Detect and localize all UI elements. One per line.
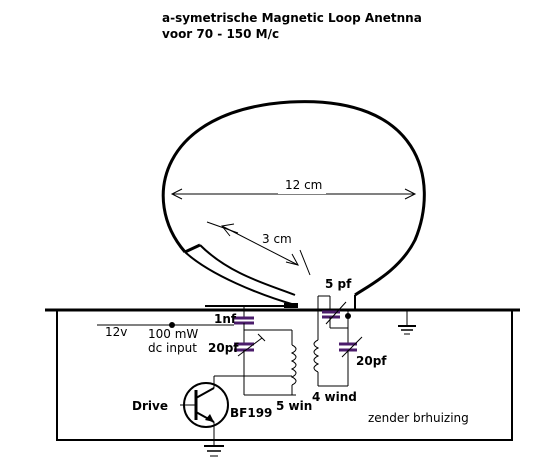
gap-arrowhead-left bbox=[221, 223, 235, 237]
cap-5pf-arrow bbox=[325, 301, 347, 325]
transistor-label: BF199 bbox=[230, 406, 272, 420]
trimmer-right-label: 20pf bbox=[356, 354, 387, 368]
coil-4-label: 4 wind bbox=[312, 390, 357, 404]
gap-tick-left bbox=[206, 221, 239, 234]
power-label-2: dc input bbox=[148, 341, 197, 355]
cap-5pf-label: 5 pf bbox=[325, 277, 352, 291]
magnetic-loop bbox=[161, 100, 426, 297]
diameter-label-bg bbox=[278, 178, 326, 194]
gap-tick-right bbox=[299, 249, 311, 276]
trimmer-left-arrow bbox=[237, 337, 263, 357]
power-label-1: 100 mW bbox=[148, 327, 198, 341]
gap-arrow bbox=[221, 225, 299, 266]
drive-label: Drive bbox=[132, 399, 168, 413]
diameter-arrowhead-right bbox=[404, 188, 417, 200]
coil-5-winding bbox=[290, 344, 297, 386]
cap-1nf-label: 1nf bbox=[214, 312, 237, 326]
loop-gap-end bbox=[184, 243, 201, 254]
trimmer-right-arrow bbox=[341, 336, 363, 358]
gap-arrowhead-right bbox=[285, 253, 299, 266]
loop-inner-curve bbox=[199, 244, 296, 296]
supply-node bbox=[169, 322, 175, 328]
diameter-label: 12 cm bbox=[285, 178, 322, 192]
diameter-arrowhead-left bbox=[170, 188, 183, 200]
gap-label: 3 cm bbox=[262, 232, 292, 246]
trimmer-left-label: 20pf bbox=[208, 341, 239, 355]
trimmer-right-node bbox=[345, 313, 351, 319]
title-line-2: voor 70 - 150 M/c bbox=[162, 27, 279, 41]
coil-5-label: 5 win bbox=[276, 399, 312, 413]
trimmer-left-arrow-tip bbox=[257, 333, 266, 342]
transistor-collector bbox=[195, 387, 215, 399]
title-line-1: a-symetrische Magnetic Loop Anetnna bbox=[162, 11, 422, 25]
loop-gap-segment bbox=[184, 251, 296, 306]
housing-label: zender brhuizing bbox=[368, 411, 469, 425]
coil-4-winding bbox=[313, 339, 320, 373]
transistor-emitter-arrow bbox=[205, 414, 214, 422]
supply-label: 12v bbox=[105, 325, 127, 339]
